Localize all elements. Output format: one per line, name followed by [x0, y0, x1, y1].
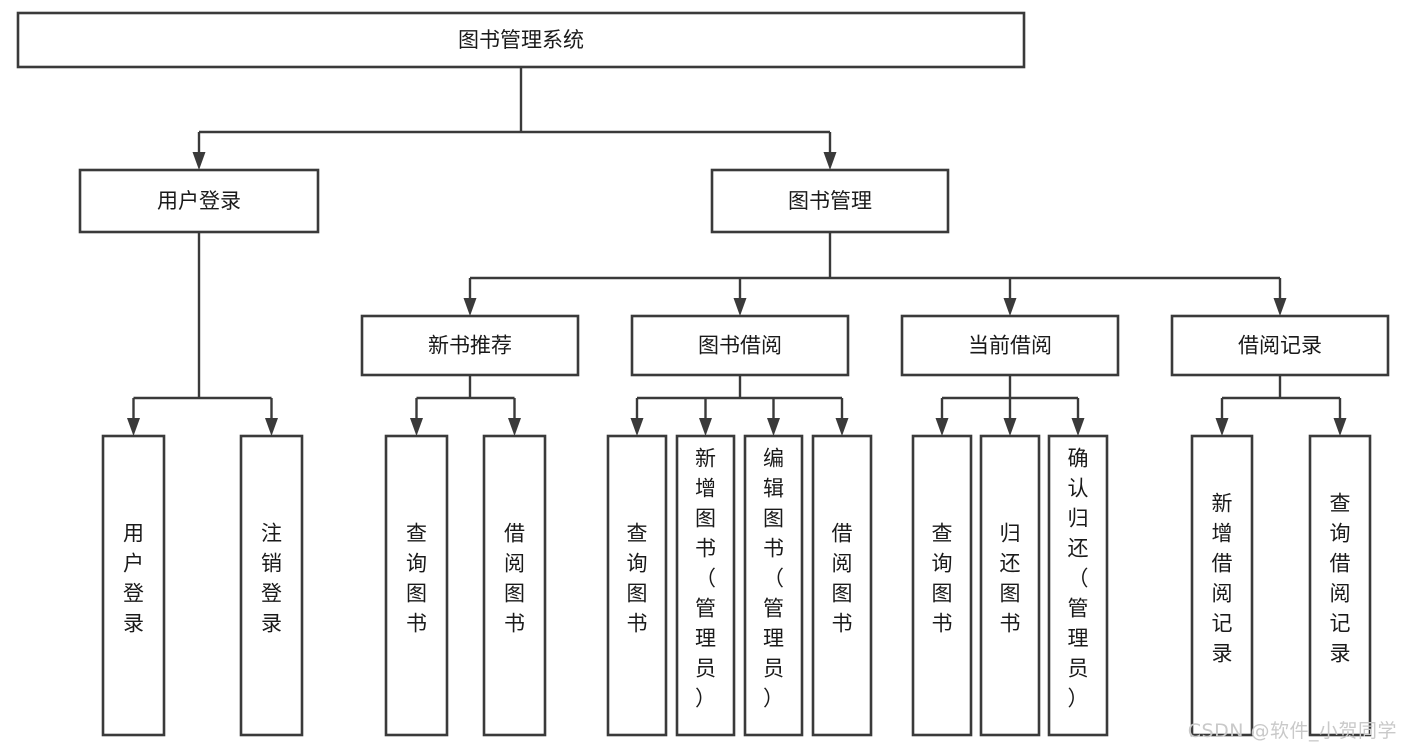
node-box: [239, 434, 304, 737]
node-box: [743, 434, 804, 737]
node-leaf-leaf-edit-book[interactable]: 编辑图书（管理员）: [743, 434, 804, 737]
node-label: 编辑图书（管理员）: [763, 447, 784, 711]
edge-group: [127, 232, 278, 436]
node-box: [675, 434, 736, 737]
node-label: 查询图书: [627, 522, 648, 636]
node-label: 图书管理: [788, 189, 872, 213]
arrow-head-icon: [733, 298, 747, 316]
edge-group: [410, 375, 521, 436]
edge-group: [463, 232, 1287, 316]
node-leaf-leaf-borrow-book-rec[interactable]: 借阅图书: [482, 434, 547, 737]
node-box: [1190, 434, 1254, 737]
arrow-head-icon: [630, 418, 644, 436]
node-level3-new-book-rec[interactable]: 新书推荐: [360, 314, 580, 377]
node-label: 新增借阅记录: [1212, 492, 1233, 666]
node-label: 归还图书: [1000, 522, 1021, 636]
node-leaf-leaf-add-book[interactable]: 新增图书（管理员）: [675, 434, 736, 737]
node-label: 查询图书: [406, 522, 427, 636]
node-leaf-leaf-query-record[interactable]: 查询借阅记录: [1308, 434, 1372, 737]
node-box: [606, 434, 668, 737]
node-label: 当前借阅: [968, 334, 1052, 358]
arrow-head-icon: [410, 418, 423, 436]
node-box: [78, 168, 320, 234]
node-label: 新增图书（管理员）: [695, 447, 716, 711]
node-leaf-leaf-confirm-return[interactable]: 确认归还（管理员）: [1047, 434, 1109, 737]
arrow-head-icon: [699, 418, 712, 436]
node-leaf-leaf-add-record[interactable]: 新增借阅记录: [1190, 434, 1254, 737]
node-box: [979, 434, 1041, 737]
arrow-head-icon: [192, 152, 206, 170]
arrow-head-icon: [463, 298, 477, 316]
edge-group: [192, 67, 837, 170]
arrow-head-icon: [1273, 298, 1287, 316]
arrow-head-icon: [823, 152, 837, 170]
node-box: [710, 168, 950, 234]
arrow-head-icon: [835, 418, 849, 436]
node-label: 确认归还（管理员）: [1068, 447, 1089, 711]
node-box: [101, 434, 166, 737]
node-label: 借阅图书: [832, 522, 853, 636]
node-box: [811, 434, 873, 737]
node-level3-current-borrow[interactable]: 当前借阅: [900, 314, 1120, 377]
node-level2-user-login[interactable]: 用户登录: [78, 168, 320, 234]
arrow-head-icon: [1215, 418, 1229, 436]
node-box: [1308, 434, 1372, 737]
node-box: [630, 314, 850, 377]
arrow-head-icon: [127, 418, 140, 436]
node-leaf-leaf-query-book-cur[interactable]: 查询图书: [911, 434, 973, 737]
arrow-head-icon: [1071, 418, 1085, 436]
node-box: [1170, 314, 1390, 377]
arrow-head-icon: [1003, 298, 1017, 316]
arrow-head-icon: [265, 418, 278, 436]
node-label: 图书借阅: [698, 334, 782, 358]
node-label: 借阅记录: [1238, 334, 1322, 358]
nodes-layer: 图书管理系统用户登录图书管理新书推荐图书借阅当前借阅借阅记录用户登录注销登录查询…: [16, 11, 1390, 737]
node-box: [911, 434, 973, 737]
edge-group: [630, 375, 849, 436]
arrow-head-icon: [1333, 418, 1347, 436]
node-leaf-leaf-user-login[interactable]: 用户登录: [101, 434, 166, 737]
node-box: [16, 11, 1026, 69]
edges-layer: [127, 67, 1347, 436]
arrow-head-icon: [1003, 418, 1017, 436]
node-label: 借阅图书: [504, 522, 525, 636]
node-label: 新书推荐: [428, 334, 512, 358]
node-leaf-leaf-logout[interactable]: 注销登录: [239, 434, 304, 737]
node-box: [900, 314, 1120, 377]
arrow-head-icon: [508, 418, 521, 436]
arrow-head-icon: [767, 418, 780, 436]
node-leaf-leaf-borrow-book[interactable]: 借阅图书: [811, 434, 873, 737]
node-label: 用户登录: [123, 522, 144, 636]
node-leaf-leaf-query-book[interactable]: 查询图书: [606, 434, 668, 737]
node-leaf-leaf-query-book-rec[interactable]: 查询图书: [384, 434, 449, 737]
edge-group: [935, 375, 1085, 436]
node-box: [360, 314, 580, 377]
node-level3-book-borrow[interactable]: 图书借阅: [630, 314, 850, 377]
node-box: [1047, 434, 1109, 737]
node-label: 注销登录: [261, 522, 282, 636]
node-box: [384, 434, 449, 737]
node-leaf-leaf-return-book[interactable]: 归还图书: [979, 434, 1041, 737]
node-label: 用户登录: [157, 189, 241, 213]
node-level3-borrow-record[interactable]: 借阅记录: [1170, 314, 1390, 377]
edge-group: [1215, 375, 1347, 436]
node-label: 图书管理系统: [458, 28, 584, 52]
node-root[interactable]: 图书管理系统: [16, 11, 1026, 69]
node-level2-book-manage[interactable]: 图书管理: [710, 168, 950, 234]
node-box: [482, 434, 547, 737]
arrow-head-icon: [935, 418, 949, 436]
node-label: 查询借阅记录: [1330, 492, 1351, 666]
node-label: 查询图书: [932, 522, 953, 636]
